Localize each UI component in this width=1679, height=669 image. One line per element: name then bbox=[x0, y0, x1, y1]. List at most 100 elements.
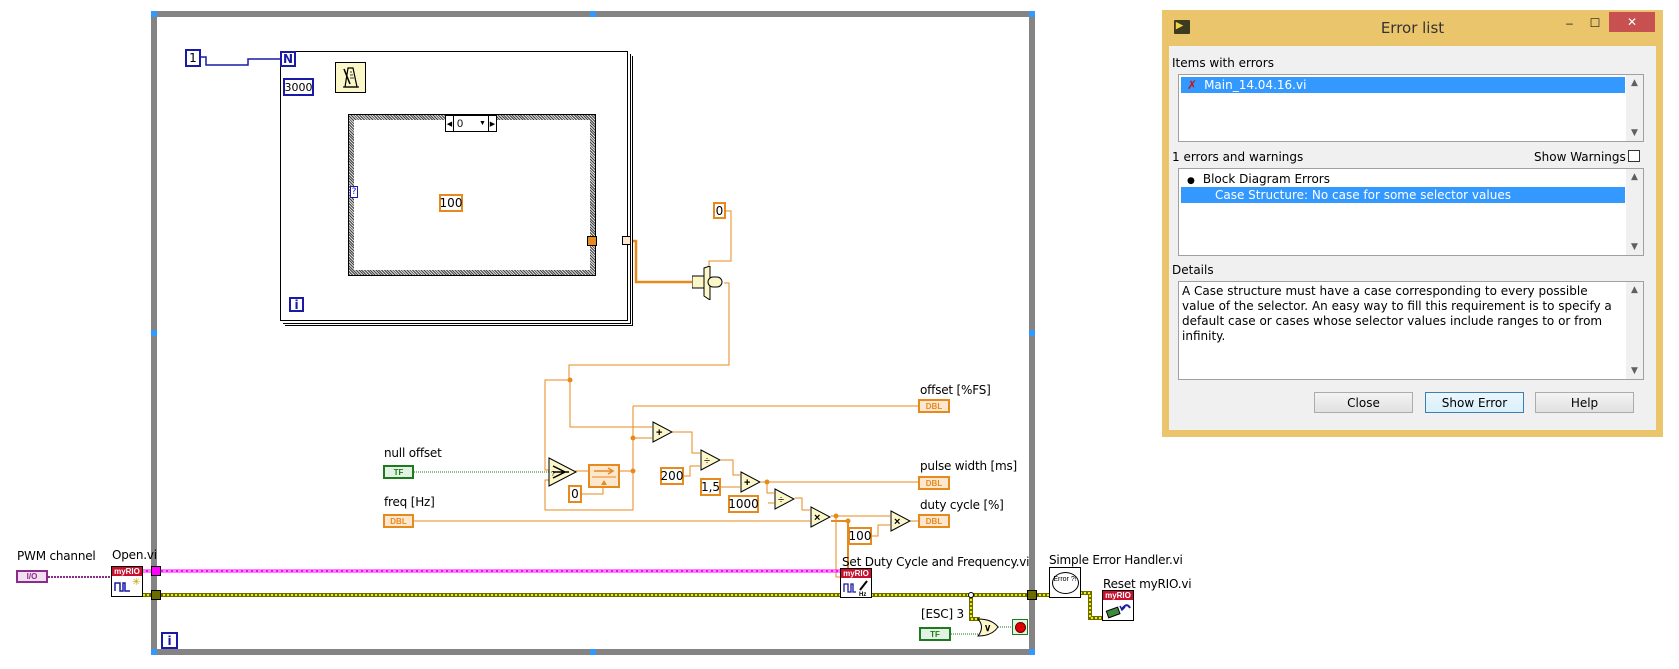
case-prev-icon[interactable]: ◀ bbox=[446, 116, 454, 131]
item-row[interactable]: ✗Main_14.04.16.vi bbox=[1181, 77, 1625, 93]
wire-to-setduty-a[interactable] bbox=[835, 516, 840, 578]
selection-handle[interactable] bbox=[590, 11, 596, 17]
selection-handle[interactable] bbox=[590, 649, 596, 655]
details-box[interactable]: A Case structure must have a case corres… bbox=[1178, 281, 1644, 380]
scroll-up-icon[interactable]: ▲ bbox=[1631, 78, 1638, 88]
wire-junction bbox=[845, 518, 851, 524]
close-button[interactable]: Close bbox=[1314, 392, 1413, 413]
items-scrollbar[interactable]: ▲ ▼ bbox=[1626, 75, 1643, 141]
show-error-button[interactable]: Show Error bbox=[1425, 392, 1524, 413]
duty-cycle-indicator[interactable]: DBL bbox=[918, 514, 950, 528]
wire-div-add2[interactable] bbox=[721, 459, 740, 476]
constant-1000[interactable]: 1000 bbox=[728, 495, 759, 513]
esc-control[interactable]: TF bbox=[919, 627, 951, 641]
feedback-init-constant[interactable]: 0 bbox=[568, 485, 582, 503]
error-category-row[interactable]: ●Block Diagram Errors bbox=[1181, 171, 1625, 187]
wire-feedback-back[interactable] bbox=[544, 406, 634, 511]
maximize-button[interactable]: ☐ bbox=[1589, 16, 1601, 30]
selection-handle[interactable] bbox=[1029, 330, 1035, 336]
error-count-label: 1 errors and warnings bbox=[1172, 150, 1304, 164]
divide-function-1[interactable]: ÷ bbox=[700, 449, 722, 471]
case-dropdown-icon[interactable]: ▼ bbox=[479, 120, 486, 127]
case-selector-label[interactable]: ◀ 0 ▼ ▶ bbox=[445, 115, 497, 132]
error-list-dialog[interactable]: ▶ Error list – ☐ ✕ Items with errors ✗Ma… bbox=[1162, 10, 1663, 437]
error-tunnel-out[interactable] bbox=[1027, 590, 1037, 600]
wire-init-0[interactable] bbox=[581, 487, 604, 495]
scroll-down-icon[interactable]: ▼ bbox=[1631, 242, 1638, 252]
selection-handle[interactable] bbox=[151, 649, 157, 655]
minimize-button[interactable]: – bbox=[1566, 16, 1573, 30]
for-count-terminal[interactable]: N bbox=[280, 51, 296, 67]
wire-add1-div[interactable] bbox=[672, 431, 700, 454]
selection-handle[interactable] bbox=[151, 11, 157, 17]
freq-control[interactable]: DBL bbox=[383, 514, 414, 528]
case-constant-100[interactable]: 100 bbox=[439, 194, 463, 212]
scroll-down-icon[interactable]: ▼ bbox=[1631, 366, 1638, 376]
scroll-up-icon[interactable]: ▲ bbox=[1631, 285, 1638, 295]
case-structure[interactable] bbox=[348, 114, 596, 276]
stop-terminal[interactable] bbox=[1012, 619, 1028, 635]
wire-200[interactable] bbox=[684, 465, 700, 477]
error-row[interactable]: Case Structure: No case for some selecto… bbox=[1181, 187, 1625, 203]
wire-100[interactable] bbox=[872, 524, 890, 537]
feedback-node[interactable] bbox=[588, 464, 620, 488]
wire-junction bbox=[630, 435, 636, 441]
resource-tunnel-in[interactable] bbox=[151, 566, 161, 576]
case-selector-terminal[interactable]: ? bbox=[350, 186, 358, 198]
multiply-function-1[interactable]: × bbox=[810, 506, 832, 528]
case-next-icon[interactable]: ▶ bbox=[488, 116, 496, 131]
show-warnings-checkbox[interactable] bbox=[1628, 150, 1640, 162]
select-function[interactable]: ? bbox=[548, 457, 578, 487]
block-diagram[interactable]: i 1 N 3000 i ◀ 0 ▼ ▶ ? 100 0 ? 0 bbox=[0, 0, 1192, 669]
constant-1-5[interactable]: 1,5 bbox=[700, 478, 721, 496]
case-output-tunnel[interactable] bbox=[587, 236, 597, 246]
errors-scrollbar[interactable]: ▲ ▼ bbox=[1626, 169, 1643, 255]
wire-to-add1[interactable] bbox=[569, 380, 652, 428]
selection-handle[interactable] bbox=[1029, 649, 1035, 655]
add-function-1[interactable]: + bbox=[652, 421, 674, 443]
constant-200[interactable]: 200 bbox=[660, 467, 684, 485]
help-button[interactable]: Help bbox=[1535, 392, 1634, 413]
wire-index[interactable] bbox=[708, 210, 732, 268]
wire-error-to-reset-dash bbox=[1080, 592, 1102, 619]
error-message: Case Structure: No case for some selecto… bbox=[1215, 188, 1511, 202]
for-loop-indexing-tunnel[interactable] bbox=[622, 236, 631, 245]
add-function-2[interactable]: + bbox=[740, 471, 762, 493]
pwm-channel-control[interactable]: I/O bbox=[16, 570, 48, 583]
wire-count[interactable] bbox=[201, 56, 284, 66]
errors-list[interactable]: ●Block Diagram Errors Case Structure: No… bbox=[1178, 168, 1644, 256]
null-offset-control[interactable]: TF bbox=[383, 465, 414, 479]
items-list[interactable]: ✗Main_14.04.16.vi ▲ ▼ bbox=[1178, 74, 1644, 142]
constant-100[interactable]: 100 bbox=[848, 527, 872, 545]
title-bar[interactable]: ▶ Error list – ☐ ✕ bbox=[1162, 10, 1663, 46]
index-constant[interactable]: 0 bbox=[713, 202, 726, 219]
index-array-function[interactable] bbox=[692, 266, 726, 300]
wire-array[interactable] bbox=[633, 239, 693, 284]
or-function[interactable]: ∨ bbox=[976, 618, 999, 637]
wait-ms-constant[interactable]: 3000 bbox=[283, 78, 314, 96]
for-count-constant[interactable]: 1 bbox=[185, 49, 201, 67]
error-tunnel-in[interactable] bbox=[151, 590, 161, 600]
reset-myrio-vi[interactable]: myRIO bbox=[1102, 590, 1134, 621]
multiply-function-2[interactable]: × bbox=[890, 510, 912, 532]
scroll-up-icon[interactable]: ▲ bbox=[1631, 172, 1638, 182]
error-handler-label: Simple Error Handler.vi bbox=[1049, 553, 1183, 567]
selection-handle[interactable] bbox=[151, 330, 157, 336]
close-window-button[interactable]: ✕ bbox=[1609, 12, 1655, 32]
scroll-down-icon[interactable]: ▼ bbox=[1631, 128, 1638, 138]
pwm-write-icon: Hz bbox=[843, 580, 868, 598]
wire-to-div2[interactable] bbox=[766, 482, 774, 494]
for-iteration-terminal[interactable]: i bbox=[289, 297, 304, 312]
selection-handle[interactable] bbox=[1029, 11, 1035, 17]
divide-function-2[interactable]: ÷ bbox=[774, 488, 796, 510]
offset-indicator[interactable]: DBL bbox=[918, 399, 950, 413]
open-vi[interactable]: myRIO ✳ bbox=[111, 566, 143, 597]
details-scrollbar[interactable]: ▲ ▼ bbox=[1626, 282, 1643, 379]
wire-div2-mul[interactable] bbox=[795, 497, 810, 511]
wait-ms-function[interactable] bbox=[335, 62, 366, 93]
error-handler-vi[interactable]: Error ?! bbox=[1049, 567, 1081, 598]
while-iteration-terminal[interactable]: i bbox=[161, 632, 178, 649]
wire-element[interactable] bbox=[568, 282, 730, 380]
pulse-width-indicator[interactable]: DBL bbox=[918, 476, 950, 490]
set-duty-vi[interactable]: myRIO Hz bbox=[840, 568, 872, 598]
